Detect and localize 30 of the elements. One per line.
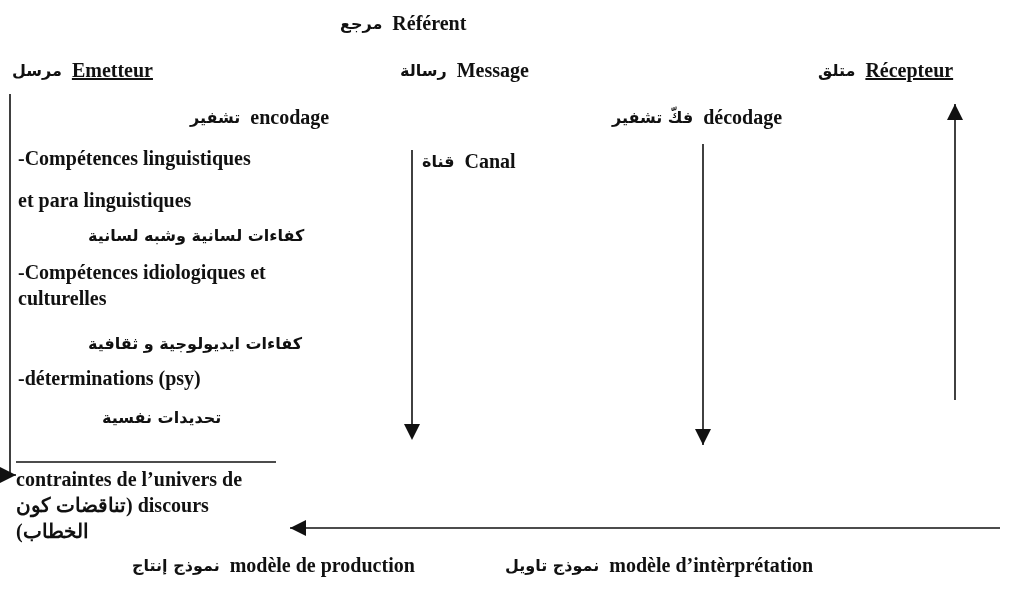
arabic-label: مرجع bbox=[340, 13, 383, 35]
french-label: -Compétences linguistiques bbox=[18, 146, 251, 171]
arrow bbox=[289, 520, 1001, 536]
arabic-label: كفاءات لسانية وشبه لسانية bbox=[88, 225, 305, 247]
arabic-label: تحديدات نفسية bbox=[102, 407, 222, 429]
arabic-label: متلق bbox=[818, 60, 856, 82]
arrow bbox=[0, 93, 17, 483]
arabic-label: تشفير bbox=[190, 107, 241, 129]
arabic-label: رسالة bbox=[400, 60, 447, 82]
arabic-label: كفاءات ايديولوجية و ثقافية bbox=[88, 333, 303, 355]
arrow bbox=[695, 143, 711, 446]
arabic-label: قناة bbox=[422, 151, 455, 173]
french-label: Récepteur bbox=[865, 58, 954, 83]
french-label: modèle de production bbox=[229, 553, 415, 578]
french-label: Référent bbox=[392, 11, 467, 36]
french-label: contraintes de l’univers de discours (تناقضات كون الخطاب) bbox=[16, 467, 244, 544]
french-label: et para linguistiques bbox=[18, 188, 192, 213]
french-label: -Compétences idiologiques et culturelles bbox=[18, 260, 267, 311]
arabic-label: فكّ تشفير bbox=[612, 105, 694, 129]
arabic-label: مرسل bbox=[12, 60, 62, 82]
arrow bbox=[947, 103, 963, 401]
french-label: décodage bbox=[703, 105, 783, 130]
french-label: encodage bbox=[250, 105, 330, 130]
arabic-label: نموذج إنتاج bbox=[132, 555, 220, 577]
french-label: Canal bbox=[464, 149, 516, 174]
french-label: Emetteur bbox=[71, 58, 153, 83]
french-label: modèle d’intèrprétation bbox=[609, 553, 814, 578]
arabic-label: نموذج تاويل bbox=[505, 555, 600, 577]
french-label: -déterminations (psy) bbox=[18, 366, 201, 391]
french-label: Message bbox=[456, 58, 529, 83]
